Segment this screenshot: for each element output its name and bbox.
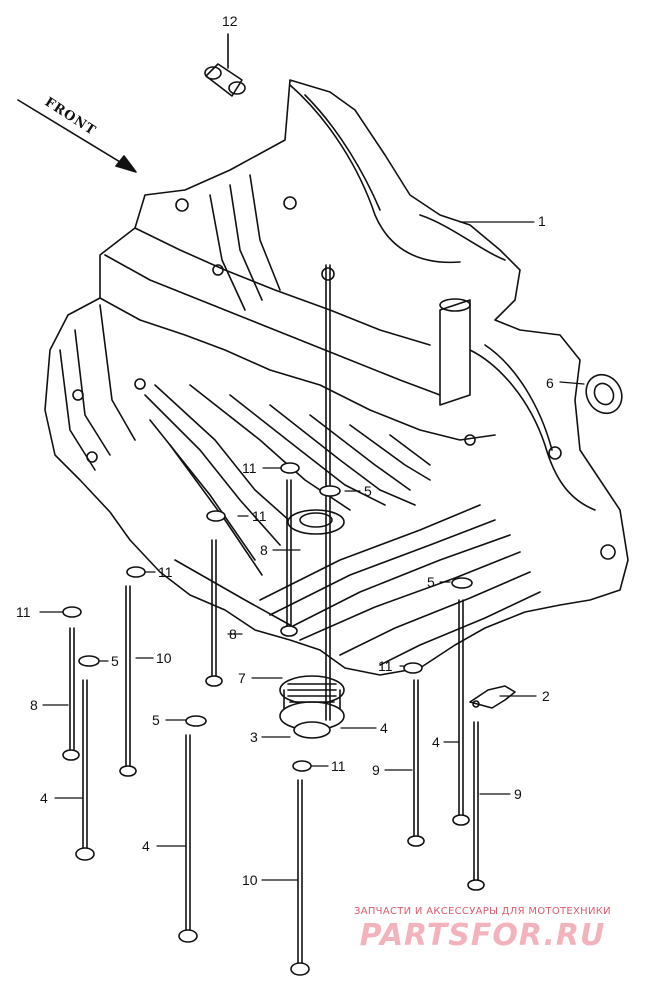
callout-8b: 8	[229, 626, 237, 642]
callout-4c: 4	[432, 734, 440, 750]
drain-port	[287, 509, 345, 535]
bolt-set	[62, 264, 485, 976]
callout-11a: 11	[242, 460, 257, 476]
watermark-logo: PARTSFOR.RU	[359, 918, 606, 953]
callout-5b: 5	[427, 574, 435, 590]
crankcase-lower-half	[44, 79, 629, 676]
callout-10b: 10	[242, 872, 258, 888]
callout-12: 12	[222, 13, 238, 29]
callout-3: 3	[250, 729, 258, 745]
callout-5a: 5	[364, 483, 372, 499]
oil-pan-fins	[144, 384, 541, 666]
callout-9b: 9	[514, 786, 522, 802]
callout-2: 2	[542, 688, 550, 704]
callout-11b: 11	[252, 508, 267, 524]
callout-9a: 9	[372, 762, 380, 778]
front-arrow: FRONT	[17, 95, 137, 173]
callout-11c: 11	[158, 564, 173, 580]
callout-6: 6	[546, 375, 554, 391]
callout-10a: 10	[156, 650, 172, 666]
callout-5d: 5	[152, 712, 160, 728]
callout-4d: 4	[142, 838, 150, 854]
watermark-tagline: ЗАПЧАСТИ И АКСЕССУАРЫ ДЛЯ МОТОТЕХНИКИ	[354, 906, 611, 917]
part-6-oil-seal	[585, 373, 623, 415]
callout-5c: 5	[111, 653, 119, 669]
callout-4b: 4	[40, 790, 48, 806]
callout-4a: 4	[380, 720, 388, 736]
callout-11f: 11	[331, 758, 346, 774]
callout-11e: 11	[378, 658, 393, 674]
part-12-dowel	[204, 33, 246, 97]
callout-1: 1	[538, 213, 546, 229]
callout-11d: 11	[16, 604, 31, 620]
part-7-3-drain-plug	[279, 675, 345, 739]
leader-lines	[39, 221, 585, 881]
washer-set	[62, 462, 473, 772]
callout-7: 7	[238, 670, 246, 686]
callout-8a: 8	[260, 542, 268, 558]
part-2-clamp	[469, 685, 516, 709]
callout-8c: 8	[30, 697, 38, 713]
